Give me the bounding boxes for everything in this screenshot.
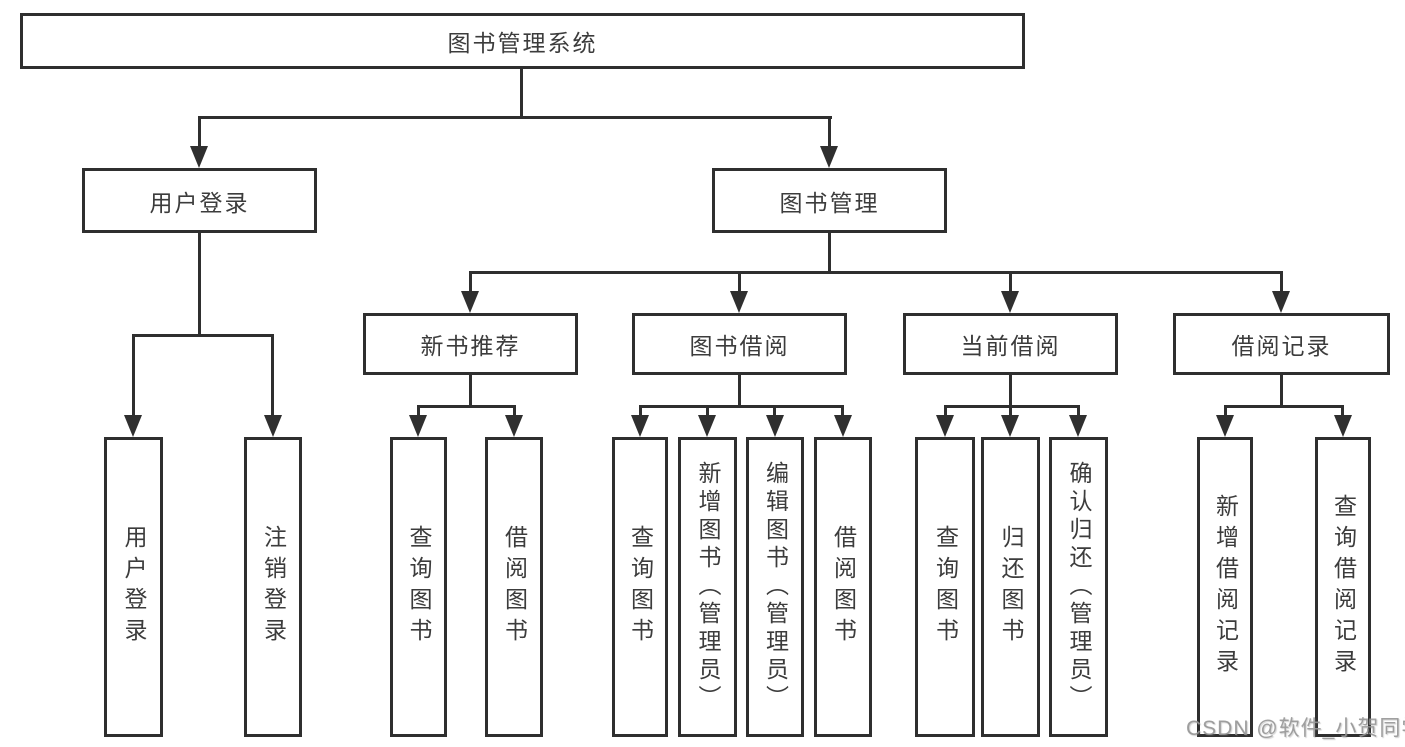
leaf-br-query-record: 查询借阅记录 [1315, 437, 1371, 737]
leaf-nbr-query-books: 查询图书 [390, 437, 447, 737]
connector-drop-cb-query [944, 405, 947, 417]
connector-drop-user-login [198, 116, 201, 147]
leaf-cb-return-books: 归还图书 [981, 437, 1040, 737]
arrow-bb-query [631, 415, 649, 437]
connector-drop-borrow-records [1280, 271, 1283, 293]
arrow-br-query [1334, 415, 1352, 437]
leaf-bb-edit-books-admin-label: 编辑图书（管理员） [762, 461, 789, 713]
leaf-cb-return-books-label: 归还图书 [998, 525, 1024, 649]
arrow-leaf-user-login [124, 415, 142, 437]
node-user-login-label: 用户登录 [149, 189, 250, 216]
leaf-cb-confirm-return-admin-label: 确认归还（管理员） [1066, 461, 1092, 713]
connector-cb-bus [944, 405, 1080, 408]
connector-drop-br-query [1341, 405, 1344, 417]
connector-drop-bb-edit [773, 405, 776, 417]
connector-br-bus [1224, 405, 1344, 408]
connector-drop-leaf-user-login [132, 334, 135, 417]
leaf-br-query-record-label: 查询借阅记录 [1330, 494, 1357, 680]
arrow-bb-borrow [834, 415, 852, 437]
connector-cb-stem [1009, 375, 1012, 408]
connector-drop-new-book-recommend [469, 271, 472, 293]
node-book-borrow-label: 图书借阅 [689, 333, 790, 359]
connector-drop-nbr-borrow [513, 405, 516, 417]
connector-user-login-bus [132, 334, 274, 337]
leaf-cb-query-books-label: 查询图书 [932, 525, 959, 649]
connector-drop-cb-return [1009, 405, 1012, 417]
leaf-bb-borrow-books: 借阅图书 [814, 437, 872, 737]
leaf-nbr-borrow-books: 借阅图书 [485, 437, 543, 737]
connector-drop-nbr-query [417, 405, 420, 417]
node-root-label: 图书管理系统 [447, 30, 598, 56]
connector-nbr-stem [469, 375, 472, 408]
leaf-bb-query-books-label: 查询图书 [627, 525, 654, 649]
arrow-borrow-records [1272, 291, 1290, 313]
arrow-nbr-query [409, 415, 427, 437]
arrow-br-add [1216, 415, 1234, 437]
arrow-user-login [190, 146, 208, 168]
connector-drop-br-add [1224, 405, 1227, 417]
connector-level3-bus [469, 271, 1282, 274]
leaf-nbr-query-books-label: 查询图书 [406, 525, 432, 649]
connector-br-stem [1280, 375, 1283, 408]
connector-drop-book-borrow [738, 271, 741, 293]
leaf-bb-query-books: 查询图书 [612, 437, 668, 737]
leaf-br-add-record-label: 新增借阅记录 [1212, 494, 1239, 680]
leaf-bb-add-books-admin: 新增图书（管理员） [678, 437, 737, 737]
arrow-book-management [820, 146, 838, 168]
node-new-book-recommend-label: 新书推荐 [420, 333, 521, 359]
connector-drop-cb-confirm [1077, 405, 1080, 417]
node-current-borrow-label: 当前借阅 [960, 333, 1061, 359]
connector-drop-bb-query [639, 405, 642, 417]
connector-bb-stem [738, 375, 741, 408]
node-root: 图书管理系统 [20, 13, 1025, 69]
connector-root-stem [520, 68, 523, 118]
node-borrow-records: 借阅记录 [1173, 313, 1390, 375]
leaf-bb-edit-books-admin: 编辑图书（管理员） [746, 437, 804, 737]
node-current-borrow: 当前借阅 [903, 313, 1118, 375]
connector-user-login-stem [198, 233, 201, 336]
node-borrow-records-label: 借阅记录 [1231, 333, 1332, 359]
leaf-cb-query-books: 查询图书 [915, 437, 975, 737]
leaf-cb-confirm-return-admin: 确认归还（管理员） [1049, 437, 1108, 737]
leaf-logout-label: 注销登录 [260, 525, 287, 649]
node-book-borrow: 图书借阅 [632, 313, 847, 375]
leaf-bb-add-books-admin-label: 新增图书（管理员） [695, 461, 721, 713]
arrow-bb-edit [766, 415, 784, 437]
node-new-book-recommend: 新书推荐 [363, 313, 578, 375]
arrow-nbr-borrow [505, 415, 523, 437]
node-book-management-label: 图书管理 [779, 189, 880, 216]
connector-bb-bus [639, 405, 844, 408]
node-user-login: 用户登录 [82, 168, 317, 233]
connector-book-management-stem [828, 233, 831, 273]
leaf-logout: 注销登录 [244, 437, 302, 737]
arrow-book-borrow [730, 291, 748, 313]
csdn-watermark: CSDN @软件_小贺同学 [1186, 717, 1405, 740]
arrow-leaf-logout [264, 415, 282, 437]
leaf-user-login-label: 用户登录 [121, 525, 147, 649]
arrow-new-book-recommend [461, 291, 479, 313]
connector-drop-bb-borrow [841, 405, 844, 417]
leaf-nbr-borrow-books-label: 借阅图书 [501, 525, 528, 649]
connector-nbr-bus [417, 405, 516, 408]
leaf-user-login: 用户登录 [104, 437, 163, 737]
leaf-bb-borrow-books-label: 借阅图书 [830, 525, 857, 649]
arrow-cb-query [936, 415, 954, 437]
arrow-cb-confirm [1069, 415, 1087, 437]
connector-drop-leaf-logout [271, 334, 274, 417]
connector-drop-book-management [828, 116, 831, 147]
connector-level2-bus [198, 116, 832, 119]
connector-drop-current-borrow [1009, 271, 1012, 293]
arrow-current-borrow [1001, 291, 1019, 313]
arrow-bb-add [698, 415, 716, 437]
leaf-br-add-record: 新增借阅记录 [1197, 437, 1253, 737]
connector-drop-bb-add [706, 405, 709, 417]
node-book-management: 图书管理 [712, 168, 947, 233]
arrow-cb-return [1001, 415, 1019, 437]
